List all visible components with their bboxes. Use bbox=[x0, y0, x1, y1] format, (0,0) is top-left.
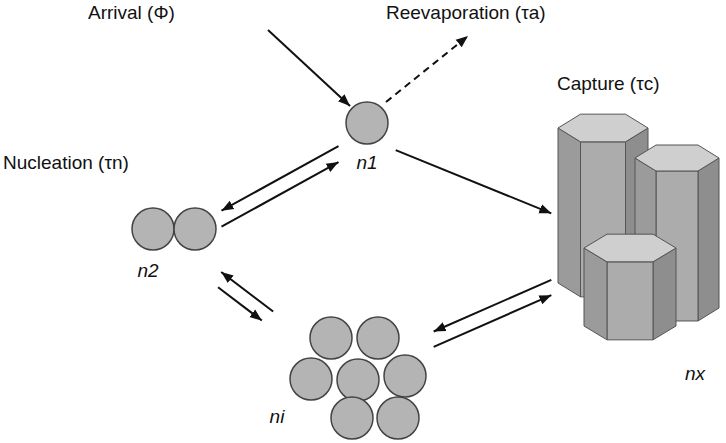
species-label: n2 bbox=[137, 260, 158, 283]
adatom-circle bbox=[384, 355, 426, 397]
transition-arrow bbox=[434, 280, 552, 332]
transition-arrow bbox=[434, 295, 552, 347]
dimer-node: n2 bbox=[130, 205, 218, 285]
crystal-prism bbox=[584, 234, 676, 340]
adatom-circle bbox=[310, 317, 352, 359]
arrival-arrow bbox=[268, 30, 350, 106]
prism-top bbox=[558, 114, 648, 142]
reevaporation-arrow bbox=[386, 36, 468, 102]
prism-top bbox=[635, 145, 719, 171]
transition-arrow bbox=[222, 146, 339, 211]
species-label: n1 bbox=[356, 152, 377, 175]
cluster-node: ni bbox=[265, 314, 430, 440]
species-label: nx bbox=[685, 363, 705, 386]
adatom-circle bbox=[337, 359, 379, 401]
prism-top bbox=[584, 234, 676, 262]
adatom-circle bbox=[377, 397, 419, 439]
adatom-circle bbox=[357, 317, 399, 359]
process-label: Arrival (Φ) bbox=[88, 2, 175, 25]
adatom-circle bbox=[331, 397, 373, 439]
transition-arrow bbox=[222, 162, 339, 227]
prism-face bbox=[653, 248, 676, 340]
adatom-circle bbox=[290, 358, 332, 400]
transition-arrow bbox=[218, 287, 262, 320]
prism-face bbox=[584, 248, 607, 340]
species-label: ni bbox=[270, 406, 285, 429]
node-shape bbox=[265, 314, 430, 440]
prism-face bbox=[607, 262, 653, 340]
adatom-node: n1 bbox=[342, 100, 392, 177]
nanowire-node: nx bbox=[555, 108, 723, 390]
adatom-circle bbox=[132, 208, 174, 250]
process-label: Capture (τc) bbox=[557, 73, 660, 96]
adatom-circle bbox=[174, 208, 216, 250]
node-shape bbox=[555, 108, 723, 390]
transition-arrow bbox=[396, 150, 552, 213]
edge-group bbox=[218, 146, 551, 347]
adatom-circle bbox=[346, 102, 388, 144]
prism-face bbox=[558, 128, 581, 297]
process-label: Reevaporation (τa) bbox=[386, 2, 546, 25]
prism-face bbox=[698, 158, 719, 321]
transition-arrow bbox=[221, 272, 273, 312]
process-label: Nucleation (τn) bbox=[3, 152, 129, 175]
